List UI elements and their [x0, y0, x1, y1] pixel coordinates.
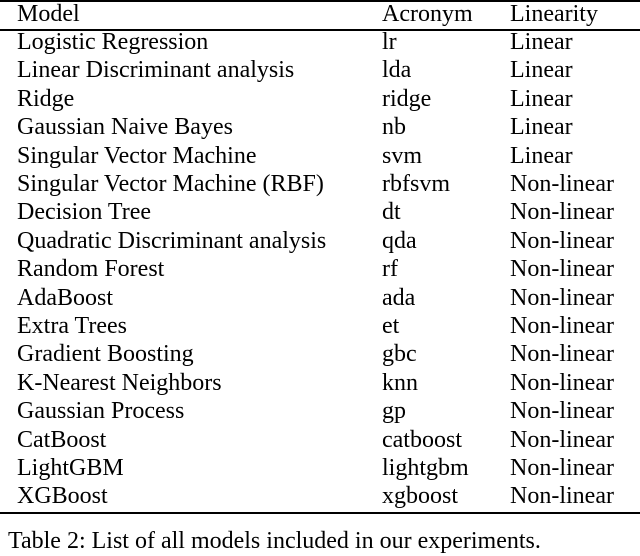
cell-model: Decision Tree — [17, 199, 151, 226]
cell-linearity: Non-linear — [510, 398, 614, 425]
cell-linearity: Non-linear — [510, 341, 614, 368]
cell-model: Singular Vector Machine — [17, 142, 257, 169]
table-row: Ridge ridge Linear — [0, 85, 640, 113]
cell-linearity: Non-linear — [510, 227, 614, 254]
cell-model: Gradient Boosting — [17, 341, 194, 368]
cell-acronym: rbfsvm — [382, 171, 450, 197]
cell-linearity: Non-linear — [510, 256, 614, 283]
cell-linearity: Non-linear — [510, 313, 614, 339]
cell-acronym: knn — [382, 369, 418, 396]
cell-model: Quadratic Discriminant analysis — [17, 227, 327, 254]
header-acronym: Acronym — [382, 1, 473, 27]
table-top-rule — [0, 0, 640, 2]
cell-acronym: nb — [382, 114, 406, 141]
cell-linearity: Linear — [510, 85, 573, 112]
cell-acronym: lr — [382, 29, 397, 55]
table-row: Linear Discriminant analysis lda Linear — [0, 56, 640, 84]
cell-model: Singular Vector Machine (RBF) — [17, 171, 324, 197]
table-row: CatBoost catboost Non-linear — [0, 426, 640, 454]
table-row: Gaussian Process gp Non-linear — [0, 397, 640, 425]
cell-model: CatBoost — [17, 426, 107, 453]
table-header-row: Model Acronym Linearity — [0, 0, 640, 28]
cell-acronym: gbc — [382, 341, 417, 368]
cell-linearity: Linear — [510, 57, 573, 84]
header-model: Model — [17, 1, 80, 27]
cell-acronym: catboost — [382, 426, 462, 453]
header-linearity: Linearity — [510, 1, 598, 27]
table-header-rule — [0, 29, 640, 31]
cell-linearity: Non-linear — [510, 455, 614, 481]
cell-model: Ridge — [17, 85, 75, 112]
cell-linearity: Non-linear — [510, 199, 614, 226]
table-row: Logistic Regression lr Linear — [0, 28, 640, 56]
cell-model: Random Forest — [17, 256, 165, 283]
cell-acronym: lightgbm — [382, 455, 469, 481]
cell-model: Gaussian Process — [17, 398, 185, 425]
table-row: Random Forest rf Non-linear — [0, 255, 640, 283]
table-row: Singular Vector Machine (RBF) rbfsvm Non-l… — [0, 170, 640, 198]
cell-acronym: xgboost — [382, 483, 459, 510]
cell-model: LightGBM — [17, 455, 124, 481]
cell-linearity: Non-linear — [510, 369, 614, 396]
cell-linearity: Non-linear — [510, 284, 614, 311]
cell-model: Extra Trees — [17, 313, 127, 339]
cell-acronym: rf — [382, 256, 398, 283]
table-row: AdaBoost ada Non-linear — [0, 284, 640, 312]
cell-model: Linear Discriminant analysis — [17, 57, 295, 84]
table-bottom-rule — [0, 512, 640, 514]
table-row: K-Nearest Neighbors knn Non-linear — [0, 369, 640, 397]
table-row: Quadratic Discriminant analysis qda Non-li… — [0, 227, 640, 255]
cell-model: K-Nearest Neighbors — [17, 369, 222, 396]
cell-linearity: Non-linear — [510, 426, 614, 453]
cell-acronym: lda — [382, 57, 412, 84]
cell-model: Gaussian Naive Bayes — [17, 114, 233, 141]
table-row: Extra Trees et Non-linear — [0, 312, 640, 340]
table-row: Decision Tree dt Non-linear — [0, 198, 640, 226]
cell-acronym: qda — [382, 227, 417, 254]
cell-model: Logistic Regression — [17, 29, 209, 55]
table-row: Singular Vector Machine svm Linear — [0, 142, 640, 170]
cell-model: AdaBoost — [17, 284, 113, 311]
cell-acronym: ada — [382, 284, 416, 311]
table-row: XGBoost xgboost Non-linear — [0, 482, 640, 510]
cell-acronym: et — [382, 313, 400, 339]
cell-acronym: dt — [382, 199, 401, 226]
table-row: LightGBM lightgbm Non-linear — [0, 454, 640, 482]
cell-linearity: Linear — [510, 114, 573, 141]
cell-acronym: gp — [382, 398, 406, 425]
table-row: Gradient Boosting gbc Non-linear — [0, 340, 640, 368]
cell-acronym: svm — [382, 142, 423, 169]
cell-model: XGBoost — [17, 483, 108, 510]
cell-linearity: Non-linear — [510, 171, 614, 197]
cell-acronym: ridge — [382, 85, 432, 112]
table-row: Gaussian Naive Bayes nb Linear — [0, 113, 640, 141]
cell-linearity: Linear — [510, 29, 573, 55]
cell-linearity: Linear — [510, 142, 573, 169]
cell-linearity: Non-linear — [510, 483, 614, 510]
table-caption: Table 2: List of all models included in … — [8, 528, 541, 554]
